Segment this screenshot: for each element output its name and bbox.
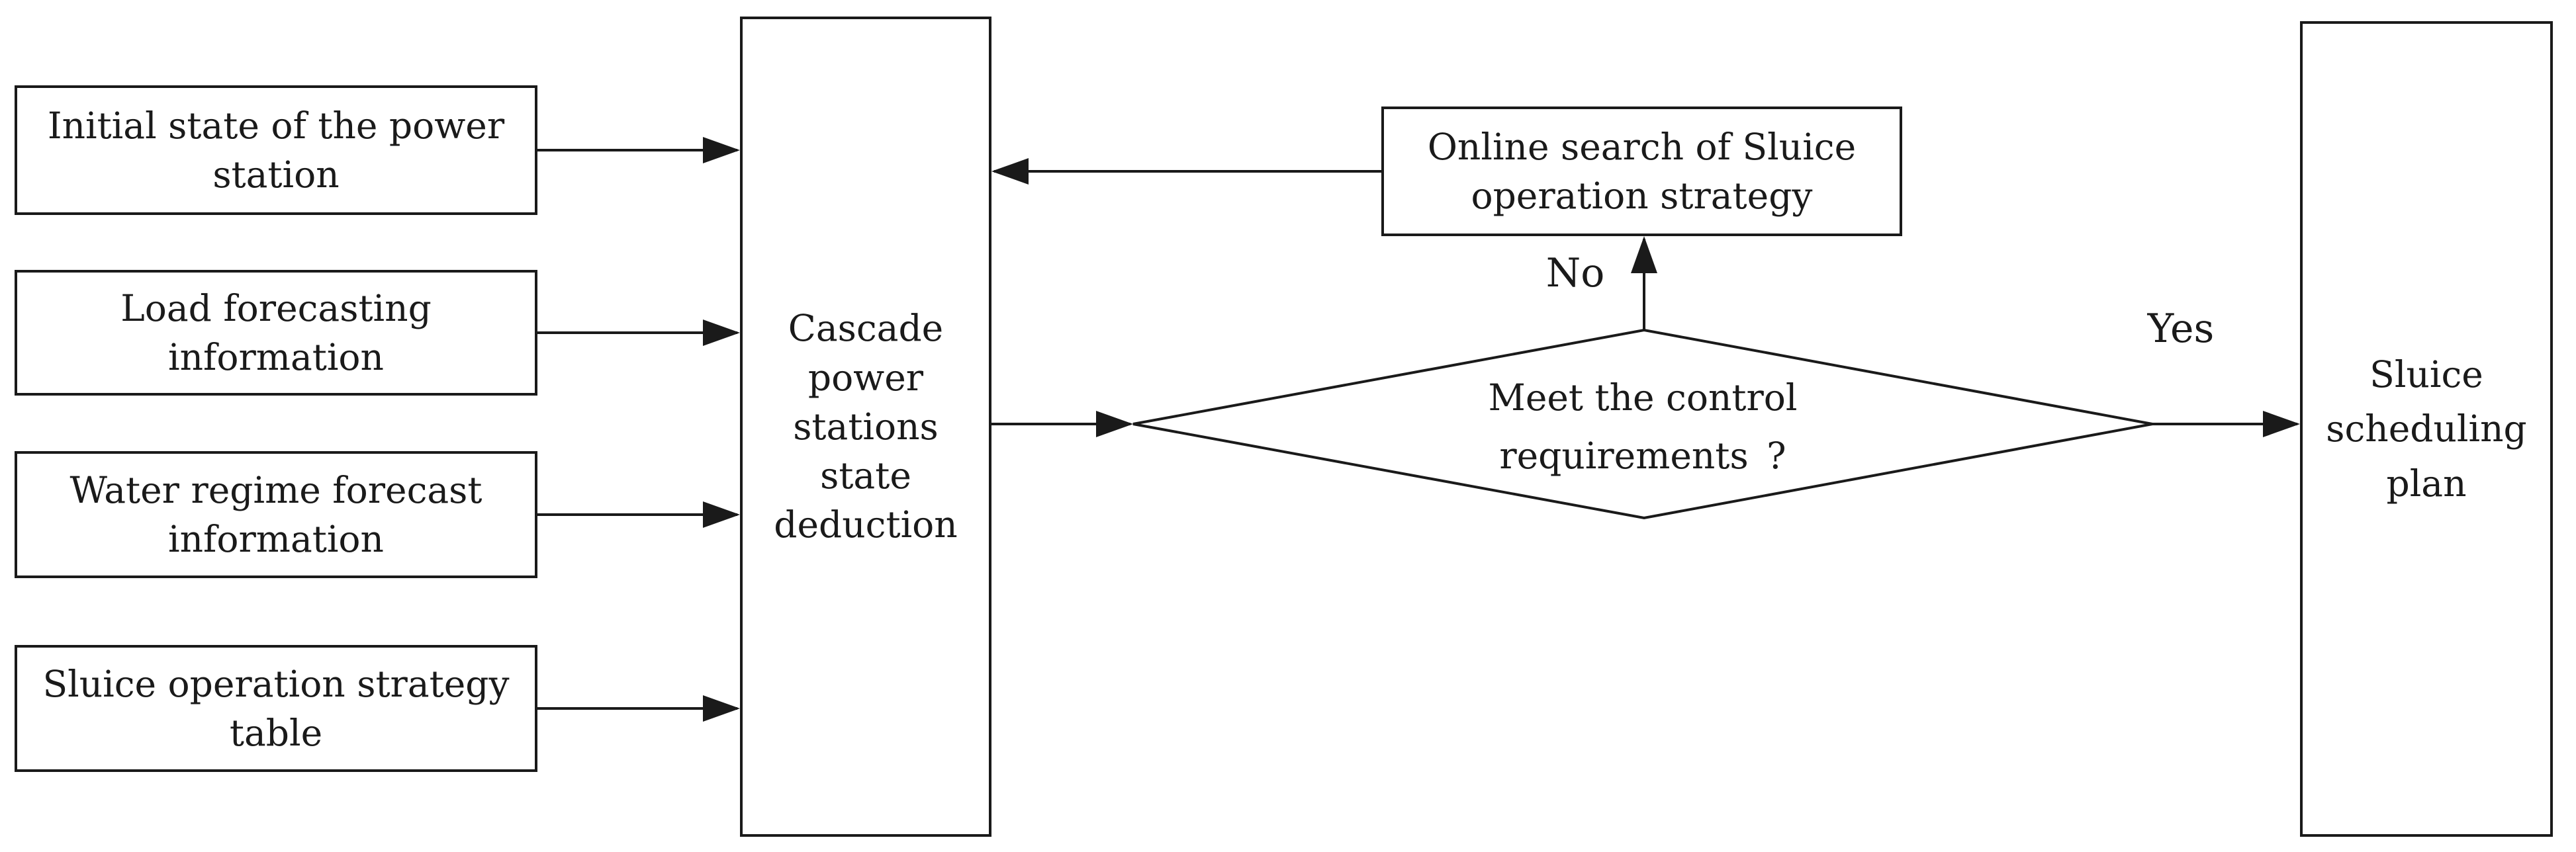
edge-label-no: No: [1545, 250, 1605, 296]
process-box-cascade-state-deduction: Cascade power stations state deduction: [740, 17, 991, 837]
output-box-sluice-scheduling-plan: Sluice scheduling plan: [2300, 21, 2553, 837]
input-box-initial-state: Initial state of the power station: [15, 85, 537, 215]
feedback-box-online-search: Online search of Sluice operation strate…: [1381, 106, 1902, 236]
input-box-water-regime-label: Water regime forecast information: [69, 468, 483, 560]
edge-label-yes: Yes: [2147, 306, 2215, 352]
input-box-initial-state-label: Initial state of the power station: [47, 104, 505, 196]
output-box-label: Sluice scheduling plan: [2326, 353, 2527, 505]
decision-diamond-label: Meet the control requirements ?: [1488, 376, 1798, 477]
input-box-load-forecasting: Load forecasting information: [15, 270, 537, 396]
process-box-label: Cascade power stations state deduction: [774, 307, 958, 546]
input-box-strategy-table-label: Sluice operation strategy table: [42, 662, 510, 754]
feedback-box-label: Online search of Sluice operation strate…: [1427, 125, 1857, 217]
input-box-strategy-table: Sluice operation strategy table: [15, 645, 537, 772]
input-box-water-regime: Water regime forecast information: [15, 451, 537, 578]
input-box-load-forecasting-label: Load forecasting information: [120, 286, 432, 378]
